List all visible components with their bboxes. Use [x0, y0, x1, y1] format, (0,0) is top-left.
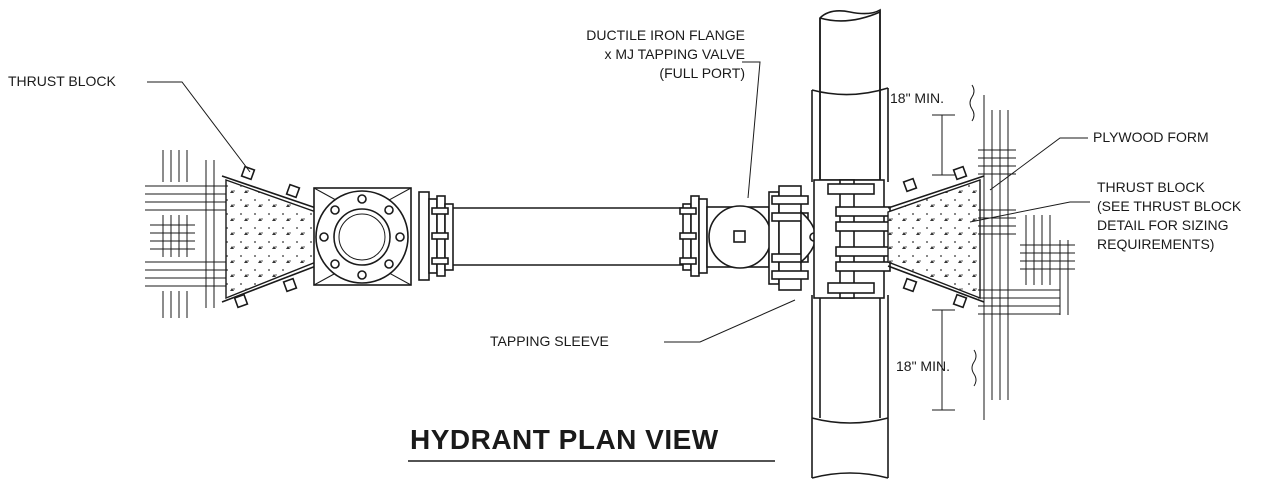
thrust-block-right-line4: REQUIREMENTS): [1097, 236, 1215, 252]
valve-label-line2: x MJ TAPPING VALVE: [604, 46, 745, 62]
min-bottom-label: 18" MIN.: [896, 358, 950, 374]
hydrant-base: [313, 187, 412, 286]
valve-label-line3: (FULL PORT): [659, 65, 745, 81]
valve-label-line1: DUCTILE IRON FLANGE: [586, 27, 745, 43]
lateral-pipe: [453, 207, 690, 266]
thrust-block-right-line2: (SEE THRUST BLOCK: [1097, 198, 1242, 214]
dimension-lines: [932, 84, 977, 411]
thrust-block-left-label: THRUST BLOCK: [8, 73, 116, 89]
main-pipe: [811, 8, 889, 479]
thrust-block-right-line1: THRUST BLOCK: [1097, 179, 1205, 195]
min-top-label: 18" MIN.: [890, 90, 944, 106]
drawing-title: HYDRANT PLAN VIEW: [410, 424, 719, 455]
tapping-valve: [706, 191, 780, 285]
valve-mj-joint: [679, 195, 708, 277]
left-mj-joint: [418, 191, 454, 281]
tapping-sleeve-body: [813, 179, 891, 299]
left-timber-stack: [145, 150, 230, 318]
sleeve-bolts: [771, 185, 819, 291]
leader-lines: [147, 61, 1090, 343]
left-thrust-block: [221, 165, 317, 309]
plywood-form-label: PLYWOOD FORM: [1093, 129, 1209, 145]
right-thrust-block: [887, 165, 985, 309]
right-timber-stack: [978, 95, 1075, 420]
thrust-block-right-line3: DETAIL FOR SIZING: [1097, 217, 1229, 233]
tapping-sleeve-label: TAPPING SLEEVE: [490, 333, 609, 349]
